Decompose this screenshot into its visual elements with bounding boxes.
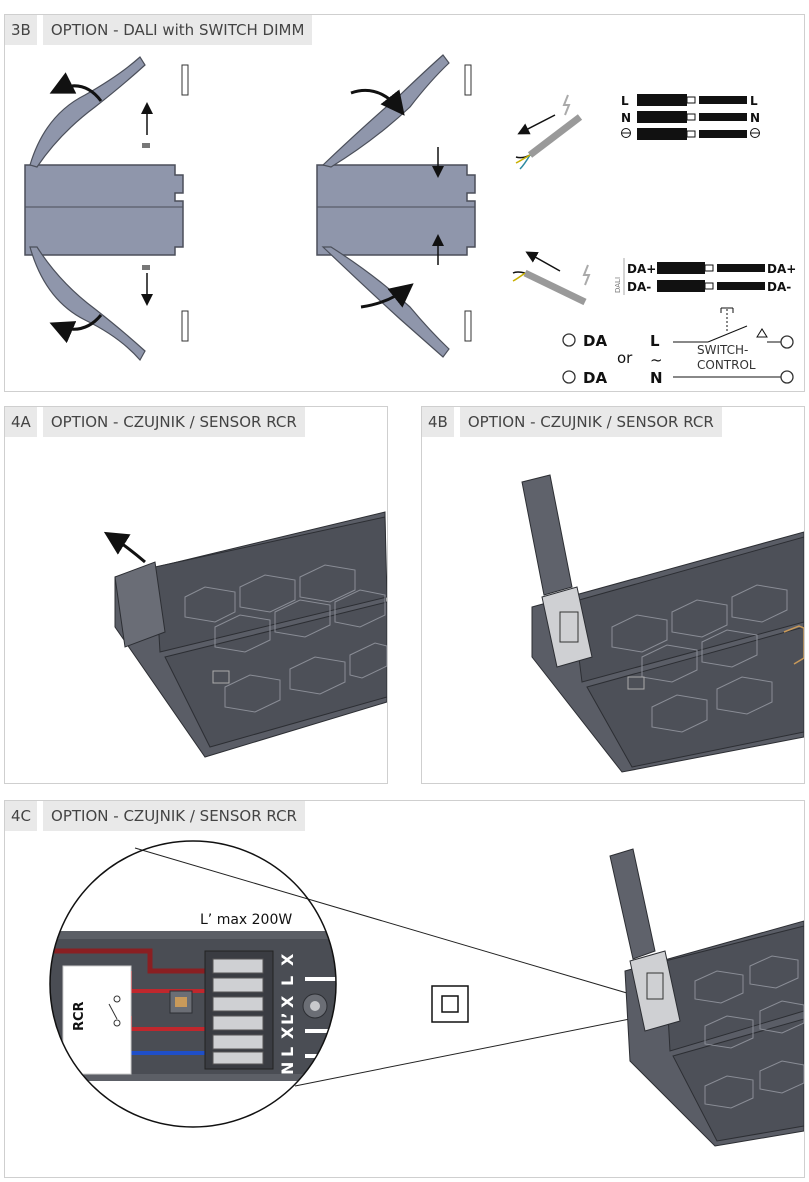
dali-connector: DALI DA+ DA- DA+ DA- [614,258,796,295]
section-4a-header: 4A OPTION - CZUJNIK / SENSOR RCR [5,407,305,437]
label-da-plus-left: DA+ [627,262,656,276]
label-l-right: L [750,94,758,108]
fixture-springs-open [24,56,189,362]
section-3b-header: 3B OPTION - DALI with SWITCH DIMM [5,15,313,45]
label-n-right: N [750,111,760,125]
dali-tag: DALI [614,277,622,293]
power-cable [515,94,583,170]
label-switch-1: SWITCH- [697,343,748,357]
max-load-label: L’ max 200W [200,912,292,928]
label-switch-n: N [650,369,663,387]
label-switch-2: CONTROL [697,358,756,372]
sensor-closed-illustration [103,511,387,758]
terminal-n: N [278,1062,297,1075]
section-code: 4C [5,801,38,831]
terminal-l-prime: L’ [278,1012,297,1025]
terminal-x-mid: X [278,995,297,1008]
zoom-detail: RCR X L X L’ X L N [50,931,336,1081]
label-l-left: L [621,94,629,108]
label-tilde: ~ [650,351,663,369]
terminal-x-top: X [278,953,297,966]
section-title: OPTION - DALI with SWITCH DIMM [42,15,313,45]
section-3b: 3B OPTION - DALI with SWITCH DIMM [4,14,805,392]
rcr-label: RCR [72,1001,87,1031]
dali-cable [512,251,591,306]
power-connector: L N L N [621,94,760,140]
switch-control-diagram: DA DA or L ~ N SWITCH- CONTROL [562,307,794,387]
label-da-2: DA [583,369,607,387]
terminal-l-bottom: L [278,1047,297,1057]
sensor-open-illustration [521,474,804,773]
label-da-plus-right: DA+ [767,262,796,276]
section-title: OPTION - CZUJNIK / SENSOR RCR [459,407,722,437]
section-4c-header: 4C OPTION - CZUJNIK / SENSOR RCR [5,801,305,831]
label-da-minus-left: DA- [627,280,651,294]
sensor-wiring-detail: RCR X L X L’ X L N [49,840,804,1147]
section-4b: 4B OPTION - CZUJNIK / SENSOR RCR [421,406,805,784]
label-switch-l: L [650,332,660,350]
label-n-left: N [621,111,631,125]
label-or: or [617,349,633,367]
section-4c: 4C OPTION - CZUJNIK / SENSOR RCR RCR [4,800,805,1178]
label-da-minus-right: DA- [767,280,791,294]
section-code: 3B [5,15,37,45]
terminal-l-top: L [278,976,297,986]
double-insulation-icon [431,985,469,1023]
section-code: 4A [5,407,37,437]
label-da-1: DA [583,332,607,350]
section-4a: 4A OPTION - CZUJNIK / SENSOR RCR [4,406,388,784]
section-code: 4B [422,407,454,437]
fixture-springs-closed [316,54,476,358]
section-title: OPTION - CZUJNIK / SENSOR RCR [43,801,305,831]
section-4b-header: 4B OPTION - CZUJNIK / SENSOR RCR [422,407,722,437]
section-title: OPTION - CZUJNIK / SENSOR RCR [42,407,305,437]
dali-installation-diagram: L N L N DALI DA+ DA- DA+ DA- DA D [24,54,796,387]
terminal-x-bottom: X [278,1026,297,1039]
